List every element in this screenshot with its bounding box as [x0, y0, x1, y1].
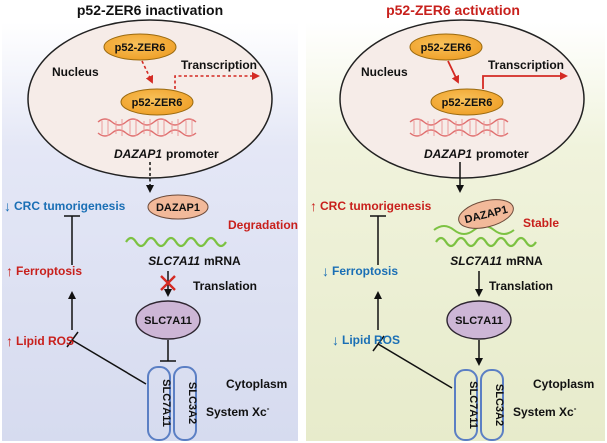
right-ferroptosis-inhibits-crc [370, 215, 386, 265]
right-slc7a11-transporter-label: SLC7A11 [467, 381, 479, 429]
right-transcription-arrow [482, 72, 568, 89]
right-dazap1 [458, 199, 514, 229]
right-slc7a11-protein-label: SLC7A11 [455, 315, 503, 327]
left-panel-title: p52-ZER6 inactivation [77, 2, 223, 18]
right-slc7a11-protein [446, 300, 512, 340]
right-crc-tumorigenesis-label: CRC tumorigenesis [320, 199, 432, 213]
right-ferroptosis-label: Ferroptosis [332, 264, 398, 278]
left-lipid-ros-label: Lipid ROS [16, 334, 74, 348]
right-slc7a11-transporter [454, 369, 478, 441]
left-nucleus-label: Nucleus [52, 65, 99, 79]
right-lipid-ros-label: Lipid ROS [342, 333, 400, 347]
right-ferroptosis-arrow-icon: ↓ [322, 263, 329, 279]
left-ferroptosis-inhibits-crc [64, 215, 80, 265]
right-promoter-gene: DAZAP1 [424, 147, 472, 161]
left-crc-tumorigenesis-label: CRC tumorigenesis [14, 199, 126, 213]
right-mrna-wave-icon [435, 236, 537, 248]
right-p52-zer6-bottom [430, 88, 504, 116]
left-crc-arrow-icon: ↓ [4, 198, 11, 214]
left-dazap1-label: DAZAP1 [156, 202, 200, 214]
left-transcription-arrow [174, 72, 260, 89]
left-promoter-word: promoter [166, 147, 219, 161]
left-p52-zer6-bottom-label: p52-ZER6 [132, 97, 183, 109]
right-cytoplasm-label: Cytoplasm [533, 377, 594, 391]
left-mrna-wave-icon [125, 236, 227, 248]
left-p52-zer6-bottom [120, 88, 194, 116]
left-inhibition-bar-icon [160, 340, 176, 362]
left-promoter-gene: DAZAP1 [114, 147, 162, 161]
left-slc3a2-transporter-label: SLC3A2 [186, 382, 198, 424]
right-dna-helix-icon [409, 118, 509, 137]
right-dazap1-group: DAZAP1 [433, 199, 515, 235]
left-slc7a11-transporter [147, 366, 171, 441]
right-stable-label: Stable [523, 216, 559, 230]
left-transcription-label: Transcription [181, 58, 257, 72]
right-transporter-inhibits-ros [372, 335, 453, 389]
left-translation-label: Translation [193, 279, 257, 293]
right-p52-zer6-top [409, 33, 483, 61]
left-p52-zer6-top-label: p52-ZER6 [115, 42, 166, 54]
left-slc3a2-transporter [173, 366, 197, 441]
right-translation-label: Translation [489, 279, 553, 293]
left-dna-helix-icon [97, 118, 197, 137]
right-p52-zer6-bottom-label: p52-ZER6 [442, 97, 493, 109]
left-ferroptosis-label: Ferroptosis [16, 264, 82, 278]
right-ros-arrow-icon: ↓ [332, 332, 339, 348]
left-cytoplasm-label: Cytoplasm [226, 377, 287, 391]
left-panel: p52-ZER6 inactivation Nucleus p52-ZER6 p… [2, 2, 298, 441]
left-system-xc-transporter: SLC7A11 SLC3A2 [147, 366, 198, 441]
right-arrow-to-dna [447, 60, 460, 84]
right-nucleus-label: Nucleus [361, 65, 408, 79]
cross-mark-icon [160, 275, 176, 291]
left-slc7a11-transporter-label: SLC7A11 [160, 379, 172, 427]
left-ros-arrow-icon: ↑ [6, 333, 13, 349]
right-mrna-gene: SLC7A11 [450, 254, 502, 268]
right-slc3a2-transporter-label: SLC3A2 [493, 384, 505, 426]
right-dazap1-mrna-wave-icon [433, 225, 515, 235]
left-system-xc-label: System Xc- [206, 404, 270, 419]
left-slc7a11-protein-label: SLC7A11 [144, 315, 192, 327]
right-crc-arrow-icon: ↑ [310, 198, 317, 214]
right-panel-title: p52-ZER6 activation [386, 2, 520, 18]
right-system-xc-label: System Xc- [513, 404, 577, 419]
right-slc3a2-transporter [480, 369, 504, 441]
right-mrna-word: mRNA [506, 254, 543, 268]
right-promoter-word: promoter [476, 147, 529, 161]
left-transporter-inhibits-ros [66, 331, 147, 385]
left-ferroptosis-arrow-icon: ↑ [6, 263, 13, 279]
left-mrna-gene: SLC7A11 [148, 254, 200, 268]
left-dazap1 [147, 194, 209, 220]
right-panel: p52-ZER6 activation Nucleus p52-ZER6 p52… [306, 2, 605, 441]
left-mrna-word: mRNA [204, 254, 241, 268]
left-dashed-arrow-to-dna [141, 60, 154, 84]
left-degradation-label: Degradation [228, 218, 298, 232]
right-p52-zer6-top-label: p52-ZER6 [421, 42, 472, 54]
right-system-xc-transporter: SLC7A11 SLC3A2 [454, 369, 505, 441]
left-slc7a11-protein [135, 300, 201, 340]
left-p52-zer6-top [103, 33, 177, 61]
right-transcription-label: Transcription [488, 58, 564, 72]
